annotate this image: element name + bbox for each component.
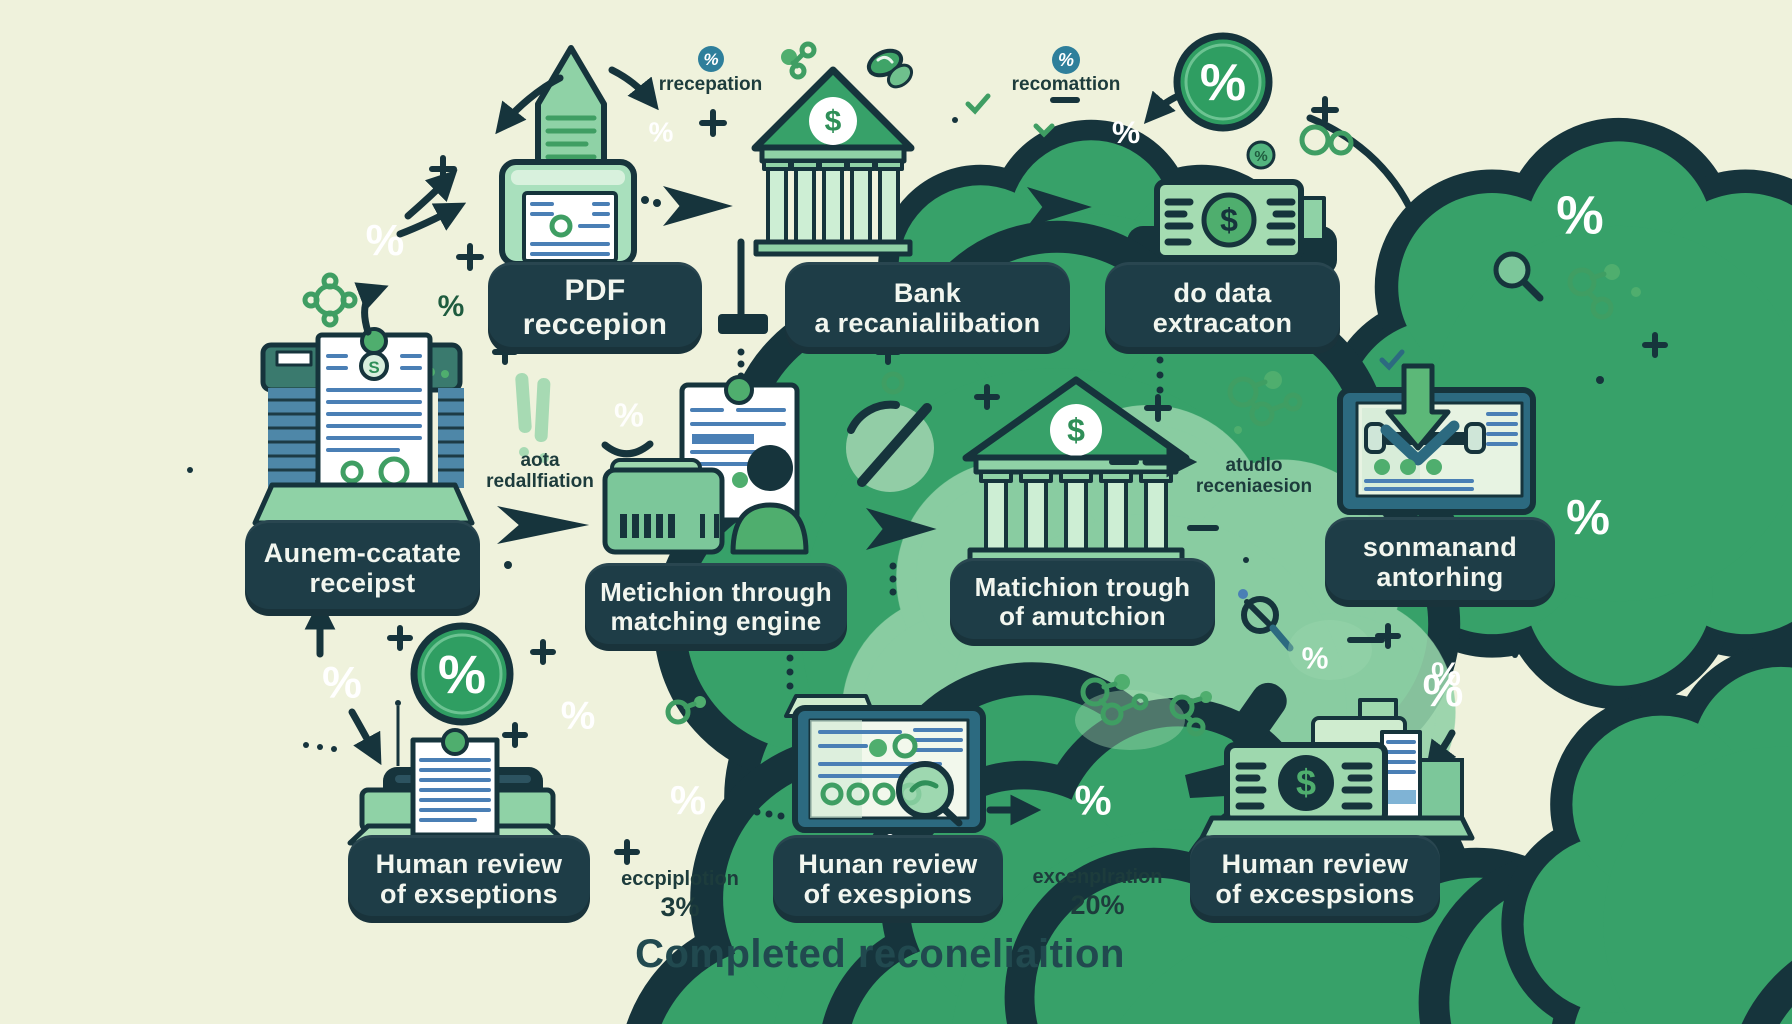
check-icon	[1379, 349, 1405, 371]
chevron-down-icon	[1033, 123, 1055, 138]
exception-printer-icon	[347, 728, 569, 846]
svg-text:$: $	[1067, 412, 1085, 448]
svg-text:%: %	[1058, 50, 1074, 70]
check-icon	[965, 93, 991, 115]
molecule-icon	[781, 41, 817, 80]
percent-badge: %	[322, 658, 1413, 1024]
cash-scribble-icon	[866, 48, 914, 89]
svg-text:%: %	[438, 645, 486, 705]
svg-text:%: %	[1556, 186, 1603, 245]
percent-badge-soft: %	[614, 398, 1436, 999]
stage-matching-automation: Matichion trough of amutchion	[950, 558, 1215, 646]
svg-text:%: %	[561, 694, 596, 737]
rings-icon	[1299, 124, 1354, 156]
stage-human-review-right: Human review of excespsions	[1190, 835, 1440, 923]
svg-text:%: %	[1254, 148, 1267, 165]
magnifier-icon	[1493, 251, 1544, 302]
molecule-icon	[1567, 264, 1641, 320]
percent-circle-badge: %	[1173, 32, 1273, 132]
matching-engine-icon	[602, 375, 809, 555]
svg-text:$: $	[825, 105, 842, 138]
clock-strike-icon	[846, 371, 934, 492]
svg-text:%: %	[1423, 665, 1464, 716]
molecule-icon	[1227, 371, 1303, 434]
completed-reconciliation-caption: Completed reconeliaition	[635, 932, 1125, 976]
svg-text:%: %	[1112, 114, 1140, 150]
molecule-icon	[1080, 674, 1149, 726]
receipt-scanner-icon: S	[252, 327, 475, 526]
stage-bank-reconciliation: Bank a recanialiibation	[785, 262, 1070, 354]
svg-text:$: $	[1220, 202, 1238, 238]
annotation-exception-rate-left: eccpiplotion 3%	[621, 868, 739, 923]
stage-automated-receipt: Aunem-ccatate receipst	[245, 520, 480, 616]
percent-badge: %	[1431, 657, 1792, 1024]
arrow-hook-up	[354, 282, 389, 336]
needle-icon	[395, 700, 401, 766]
no-search-icon	[1241, 596, 1294, 652]
dart-arrow	[497, 506, 590, 544]
svg-text:%: %	[1431, 657, 1461, 694]
svg-text:%: %	[670, 777, 706, 823]
annotation-data-reclassification: aota redallfiation	[486, 450, 594, 493]
percent-script-badge: %	[1052, 46, 1080, 74]
molecule-icon	[1169, 691, 1212, 737]
smile-arc	[601, 440, 654, 458]
atom-icon	[302, 272, 358, 328]
stage-monitoring: sonmanand antorhing	[1325, 517, 1555, 607]
percent-blob-icon: %	[1246, 140, 1276, 170]
annotation-recomattion: recomattion	[1011, 74, 1121, 95]
svg-text:%: %	[322, 658, 362, 707]
svg-text:%: %	[649, 117, 674, 148]
stage-matching-engine: Metichion through matching engine	[585, 563, 847, 651]
percent-badge: %	[1112, 114, 1792, 686]
arrow-up-right	[404, 169, 458, 220]
arrow-down-right	[348, 708, 382, 766]
cash-review-machine-icon: $	[1185, 682, 1475, 841]
percent-badge: %	[1423, 665, 1792, 1024]
dart-arrow	[663, 186, 733, 226]
annotation-reception: rrecepation	[658, 74, 763, 95]
bank-icon: $	[751, 66, 915, 257]
percent-badge: %	[1556, 186, 1603, 245]
annotation-auto-reconciliation: atudlo receniaesion	[1195, 455, 1313, 498]
molecule-icon	[665, 696, 706, 725]
svg-text:%: %	[1302, 642, 1329, 675]
stage-human-review-left: Human review of exseptions	[348, 835, 590, 923]
svg-text:%: %	[703, 50, 718, 69]
svg-text:$: $	[1296, 762, 1316, 803]
percent-circle-badge: %	[410, 622, 514, 726]
percent-mark: %	[438, 290, 465, 323]
percent-badge: %	[1302, 642, 1792, 1024]
svg-text:%: %	[1074, 776, 1111, 823]
percent-badge: %	[670, 777, 1662, 1024]
arrow-doc-left	[495, 74, 564, 135]
pdf-upload-icon	[499, 45, 637, 267]
stage-human-review-middle: Hunan review of exespions	[773, 835, 1003, 923]
svg-text:%: %	[366, 217, 405, 265]
percent-script-badge: %	[698, 46, 724, 72]
svg-text:S: S	[368, 358, 379, 377]
svg-text:%: %	[1566, 490, 1610, 545]
percent-badge: %	[1566, 490, 1610, 545]
percent-badge: %	[366, 217, 1429, 995]
svg-text:%: %	[614, 398, 644, 435]
annotation-exception-rate-right: excenplration 20%	[1032, 866, 1163, 921]
percent-badge: %	[649, 117, 1329, 616]
svg-text:%: %	[1200, 54, 1246, 112]
barcode-strips-icon	[515, 372, 551, 463]
percent-badge: %	[1074, 776, 1792, 1024]
percent-badge: %	[561, 694, 1510, 1024]
review-monitor-icon	[784, 694, 986, 846]
arrow-doc-right	[608, 66, 659, 111]
stage-pdf-reception: PDF reccepion	[488, 262, 702, 354]
arrow-circle-left	[1143, 90, 1182, 124]
monitoring-monitor-icon	[1337, 363, 1536, 530]
stage-data-extraction: do data extracaton	[1105, 262, 1340, 354]
arrow-right	[396, 202, 467, 238]
